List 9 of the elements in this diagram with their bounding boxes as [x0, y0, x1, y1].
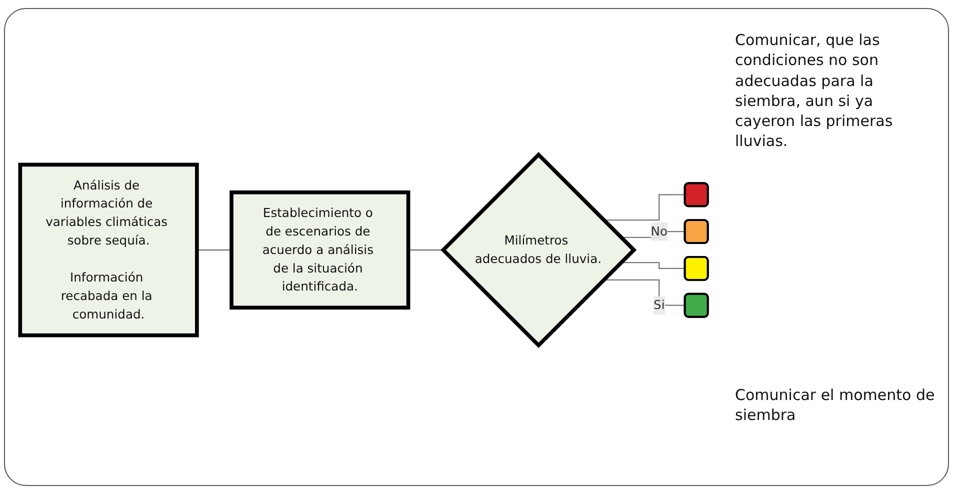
- connector: [408, 249, 444, 251]
- edge-label: Si: [654, 298, 665, 312]
- connector: [196, 249, 232, 251]
- note-text: Comunicar el momento de siembra: [735, 385, 935, 426]
- note-text: Comunicar, que las condiciones no son adecuadas para la siembra, aun si ya cayeron las primeras lluvias.: [735, 30, 894, 152]
- node-diamond: Milímetros adecuados de lluvia.: [440, 152, 637, 348]
- node-box: Análisis de información de variables climáticas sobre sequía. Información recabada en la comunidad.: [18, 162, 199, 338]
- node-box: Establecimiento o de escenarios de acuerdo a análisis de la situación identificada.: [230, 190, 410, 310]
- edge-label: No: [650, 224, 668, 238]
